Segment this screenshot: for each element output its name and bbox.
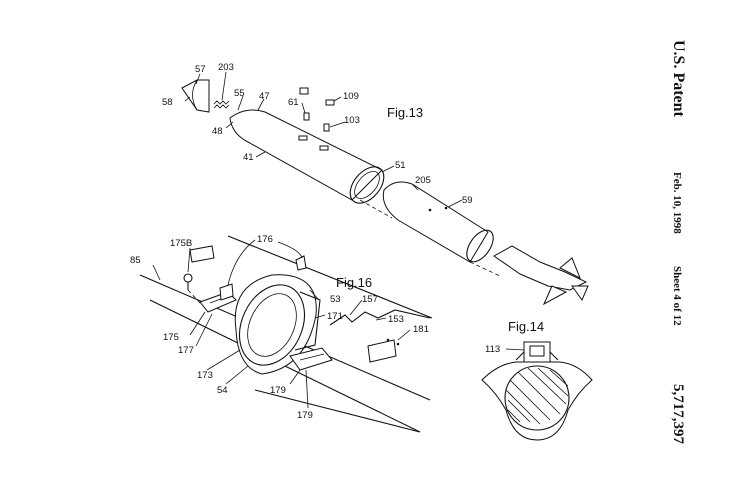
reference-numerals: 57 203 58 55 47 48 61 109 103 41 51 205 … — [130, 62, 500, 421]
ref-179-upper: 179 — [270, 385, 286, 396]
ref-47: 47 — [259, 91, 270, 102]
patent-sheet-number: Sheet 4 of 12 — [671, 266, 683, 326]
ref-48: 48 — [212, 126, 223, 137]
figure-14-drawing — [481, 341, 593, 441]
ref-175B: 175B — [170, 238, 192, 249]
ref-177: 177 — [178, 345, 194, 356]
ref-57: 57 — [195, 64, 206, 75]
ref-176: 176 — [257, 234, 273, 245]
ref-51: 51 — [395, 160, 406, 171]
patent-number: 5,717,397 — [670, 384, 686, 445]
ref-58: 58 — [162, 97, 173, 108]
figure-13-title: Fig.13 — [387, 105, 423, 120]
patent-header: U.S. Patent Feb. 10, 1998 Sheet 4 of 12 … — [670, 40, 687, 445]
ref-103: 103 — [344, 115, 360, 126]
ref-181: 181 — [413, 324, 429, 335]
ref-55: 55 — [234, 88, 245, 99]
ref-109: 109 — [343, 91, 359, 102]
hatch-pattern — [505, 367, 569, 425]
ref-171: 171 — [327, 311, 343, 322]
ref-157: 157 — [362, 294, 378, 305]
figure-13-drawing — [181, 71, 589, 306]
ref-205: 205 — [415, 175, 431, 186]
ref-173: 173 — [197, 370, 213, 381]
ref-41: 41 — [243, 152, 254, 163]
ref-59: 59 — [462, 195, 473, 206]
figure-16-drawing — [139, 235, 433, 433]
figure-14-title: Fig.14 — [508, 319, 544, 334]
ref-203: 203 — [218, 62, 234, 73]
patent-date: Feb. 10, 1998 — [671, 172, 683, 234]
ref-153: 153 — [388, 314, 404, 325]
ref-54: 54 — [217, 385, 228, 396]
ref-179-lower: 179 — [297, 410, 313, 421]
ref-53: 53 — [330, 294, 341, 305]
ref-175: 175 — [163, 332, 179, 343]
ref-113: 113 — [485, 344, 500, 355]
ref-85: 85 — [130, 255, 141, 266]
figure-16-title: Fig.16 — [336, 275, 372, 290]
ref-61: 61 — [288, 97, 299, 108]
patent-title: U.S. Patent — [670, 40, 687, 118]
